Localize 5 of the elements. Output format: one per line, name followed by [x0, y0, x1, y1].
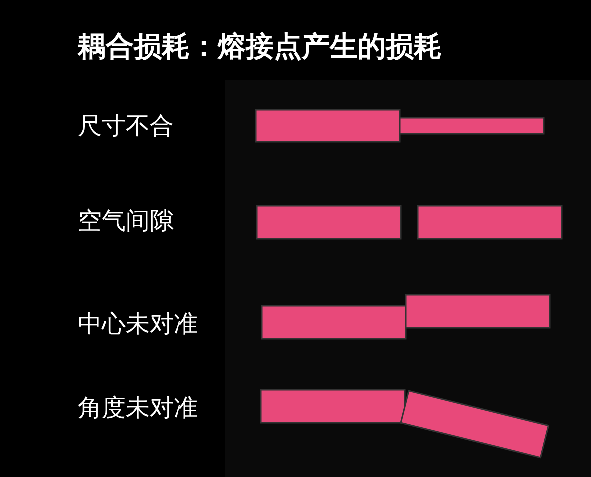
title: 耦合损耗：熔接点产生的损耗 [78, 33, 442, 61]
row-label: 角度未对准 [78, 396, 198, 420]
row-label: 尺寸不合 [78, 114, 174, 138]
row-label: 空气间隙 [78, 209, 174, 233]
row-label: 中心未对准 [78, 312, 198, 336]
